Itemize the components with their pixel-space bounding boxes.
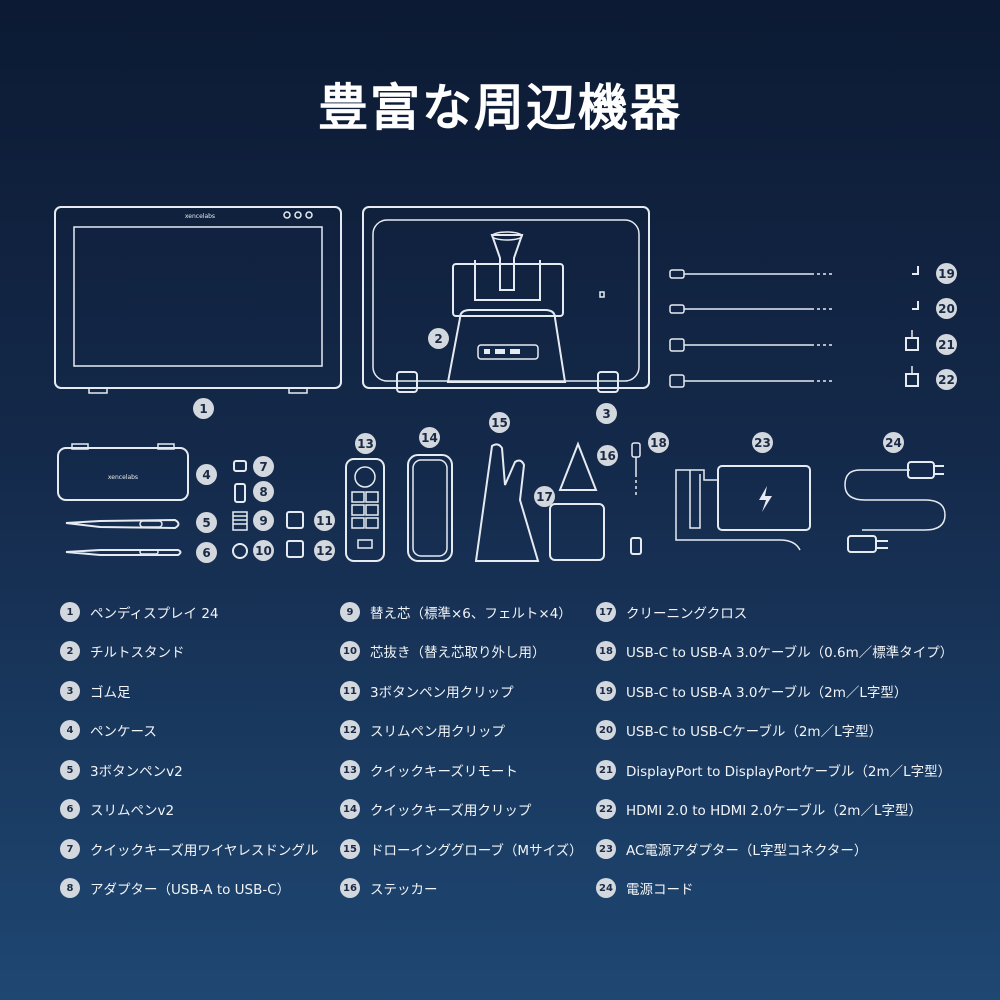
drawing-glove [474, 443, 540, 562]
adapter [234, 483, 246, 503]
display-logo: xencelabs [185, 213, 215, 220]
dongle [233, 460, 247, 472]
quick-keys-remote [345, 458, 385, 562]
case-logo: xencelabs [108, 474, 138, 481]
badge-11: 11 [314, 510, 335, 531]
power-cord [844, 461, 946, 553]
badge-8: 8 [253, 481, 274, 502]
badge-9: 9 [253, 510, 274, 531]
nibs [232, 511, 248, 531]
badge-4: 4 [196, 464, 217, 485]
badge-5: 5 [196, 512, 217, 533]
badge-18: 18 [648, 432, 669, 453]
badge-20: 20 [936, 298, 957, 319]
badge-14: 14 [419, 427, 440, 448]
quick-keys-clip [407, 454, 453, 562]
badge-7: 7 [253, 456, 274, 477]
badge-10: 10 [253, 540, 274, 561]
cleaning-cloth [549, 503, 605, 561]
cable-19 [669, 266, 919, 279]
pen-case: xencelabs [57, 443, 189, 501]
cable-21 [669, 330, 919, 352]
clip-3button [286, 511, 304, 529]
badge-23: 23 [752, 432, 773, 453]
pen-display-front: xencelabs [54, 206, 342, 394]
cable-22 [669, 366, 919, 388]
pen-display-back [362, 206, 650, 393]
badge-12: 12 [314, 540, 335, 561]
badge-17: 17 [534, 486, 555, 507]
clip-slim [286, 540, 304, 558]
badge-13: 13 [355, 433, 376, 454]
page-title: 豊富な周辺機器 [318, 79, 682, 137]
three-button-pen [65, 518, 180, 530]
badge-15: 15 [489, 412, 510, 433]
cable-18 [630, 442, 642, 555]
slim-pen [65, 549, 182, 556]
badge-16: 16 [597, 445, 618, 466]
nib-remover [232, 543, 248, 559]
badge-6: 6 [196, 542, 217, 563]
badge-24: 24 [883, 432, 904, 453]
badge-1: 1 [193, 398, 214, 419]
badge-21: 21 [936, 334, 957, 355]
badge-2: 2 [428, 328, 449, 349]
cable-20 [669, 301, 919, 314]
badge-22: 22 [936, 369, 957, 390]
badge-19: 19 [936, 263, 957, 284]
ac-adapter [675, 465, 811, 551]
sticker [558, 441, 598, 491]
badge-3: 3 [596, 403, 617, 424]
